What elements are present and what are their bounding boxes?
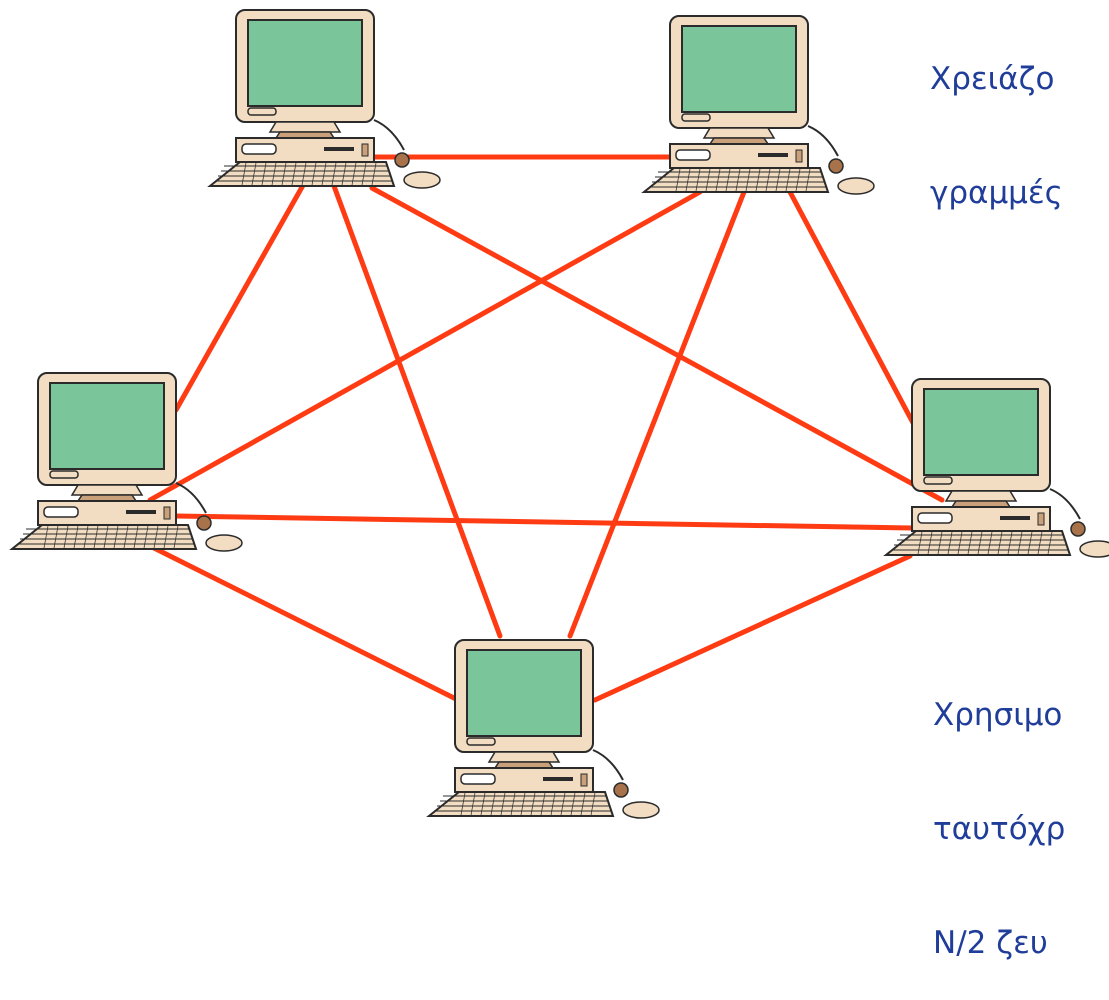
link-top-right-to-left xyxy=(147,189,703,503)
link-top-right-to-right xyxy=(787,189,923,439)
link-top-left-to-left xyxy=(173,177,309,413)
bottom-caption-line-1: Χρησιμο xyxy=(933,697,1063,733)
computer-bottom-icon xyxy=(426,639,660,819)
computer-top-left-icon xyxy=(207,9,441,189)
link-top-left-to-right xyxy=(369,185,945,503)
bottom-caption-line-2: ταυτόχρ xyxy=(933,811,1066,847)
link-right-to-bottom xyxy=(592,553,913,703)
computer-left-icon xyxy=(9,372,243,552)
link-left-to-right xyxy=(173,513,915,531)
network-links xyxy=(147,154,945,703)
bottom-caption: Χρησιμο ταυτόχρ N/2 ζευ xyxy=(933,620,1065,1000)
link-left-to-bottom xyxy=(147,543,461,703)
link-top-left-to-bottom xyxy=(331,183,503,639)
network-computers xyxy=(9,9,1109,819)
computer-top-right-icon xyxy=(641,15,875,195)
link-top-right-to-bottom xyxy=(567,189,747,639)
full-mesh-network-diagram xyxy=(9,9,1109,819)
top-caption-line-1: Χρειάζο xyxy=(930,61,1055,97)
computer-right-icon xyxy=(883,378,1109,558)
top-caption: Χρειάζο γραμμές xyxy=(930,0,1063,250)
top-caption-line-2: γραμμές xyxy=(930,175,1063,211)
bottom-caption-line-3: N/2 ζευ xyxy=(933,925,1048,961)
